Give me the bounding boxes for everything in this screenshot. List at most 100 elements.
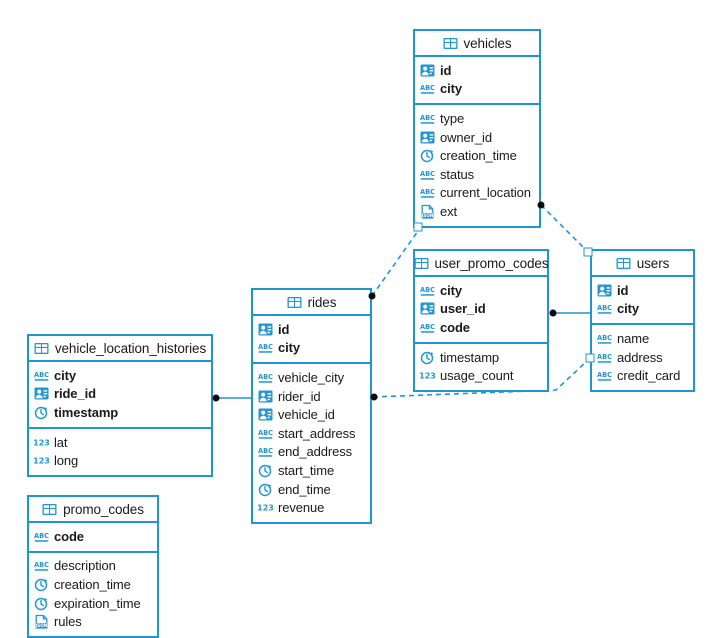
svg-text:ABC: ABC (597, 353, 612, 361)
column-row[interactable]: owner_id (415, 128, 539, 147)
column-name: start_address (278, 425, 356, 441)
entity-title: rides (307, 294, 337, 310)
entity-header[interactable]: user_promo_codes (414, 251, 549, 277)
column-row[interactable]: id (415, 61, 539, 80)
column-row[interactable]: id (253, 320, 370, 339)
svg-text:ABC: ABC (597, 371, 612, 379)
column-row[interactable]: creation_time (29, 575, 157, 594)
svg-text:ABC: ABC (258, 343, 273, 351)
column-name: vehicle_city (278, 369, 344, 385)
abc-icon: ABC (258, 426, 273, 441)
column-row[interactable]: ABC city (253, 339, 370, 358)
abc-icon: ABC (258, 444, 273, 459)
abc-icon: ABC (34, 529, 49, 544)
svg-text:ABC: ABC (420, 323, 435, 331)
table-icon (616, 256, 631, 271)
json-icon: JSON (34, 614, 49, 629)
column-row[interactable]: user_id (415, 300, 547, 319)
number-icon: 123 (420, 368, 435, 383)
entity-header[interactable]: promo_codes (29, 497, 157, 523)
column-row[interactable]: ABC vehicle_city (253, 368, 370, 387)
svg-text:ABC: ABC (420, 188, 435, 196)
relationship-endpoint-dot[interactable] (370, 393, 378, 401)
column-row[interactable]: end_time (253, 480, 370, 499)
relationship-edge-rel-rides-vehicles[interactable] (371, 230, 419, 297)
column-row[interactable]: ABC credit_card (592, 366, 693, 385)
abc-icon: ABC (597, 331, 612, 346)
column-row[interactable]: ABC code (415, 318, 547, 337)
svg-text:JSON: JSON (35, 623, 48, 628)
entity-title: vehicles (463, 35, 512, 51)
column-row[interactable]: 123 usage_count (415, 366, 547, 385)
column-row[interactable]: start_time (253, 461, 370, 480)
key-icon (420, 130, 435, 145)
column-name: code (440, 319, 470, 335)
relationship-endpoint-dot[interactable] (549, 309, 557, 317)
entity-header[interactable]: vehicle_location_histories (29, 336, 211, 362)
svg-text:JSON: JSON (421, 213, 434, 218)
relationship-endpoint-dot[interactable] (368, 292, 376, 300)
column-name: rider_id (278, 388, 321, 404)
column-row[interactable]: vehicle_id (253, 405, 370, 424)
relationship-edge-rel-vehicles-users[interactable] (540, 204, 587, 251)
clock-icon (34, 596, 49, 611)
entity-header[interactable]: vehicles (415, 31, 539, 57)
column-row[interactable]: timestamp (29, 403, 211, 422)
number-icon: 123 (258, 500, 273, 515)
column-row[interactable]: creation_time (415, 146, 539, 165)
abc-icon: ABC (258, 370, 273, 385)
column-row[interactable]: ABC start_address (253, 424, 370, 443)
clock-icon (258, 482, 273, 497)
column-row[interactable]: 123 revenue (253, 498, 370, 517)
column-name: revenue (278, 500, 325, 516)
entity-header[interactable]: rides (253, 290, 370, 316)
relationship-endpoint-dot[interactable] (212, 394, 220, 402)
column-name: rules (54, 614, 82, 630)
column-row[interactable]: expiration_time (29, 594, 157, 613)
column-row[interactable]: ride_id (29, 385, 211, 404)
column-row[interactable]: rider_id (253, 387, 370, 406)
relationship-endpoint-square[interactable] (413, 222, 423, 232)
column-name: long (54, 453, 79, 469)
column-name: usage_count (440, 368, 514, 384)
relationship-endpoint-square[interactable] (583, 247, 593, 257)
column-row[interactable]: JSON rules (29, 612, 157, 631)
relationship-endpoint-square[interactable] (585, 353, 595, 363)
column-name: ride_id (54, 386, 96, 402)
column-name: city (278, 340, 301, 356)
column-name: credit_card (617, 368, 681, 384)
column-row[interactable]: id (592, 281, 693, 300)
key-icon (258, 407, 273, 422)
entity-header[interactable]: users (592, 251, 693, 277)
relationship-endpoint-dot[interactable] (537, 201, 545, 209)
column-row[interactable]: timestamp (415, 348, 547, 367)
